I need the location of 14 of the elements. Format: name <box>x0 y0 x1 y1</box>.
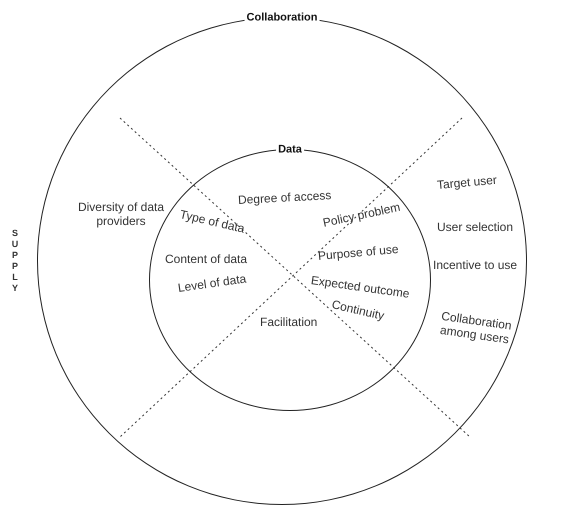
segment-label: Content of data <box>165 252 248 266</box>
segment-label: User selection <box>437 220 514 234</box>
segment-label: Purpose of use <box>317 242 400 263</box>
segment-label: Diversity of data providers <box>76 200 166 228</box>
segment-label: Level of data <box>177 272 248 295</box>
segment-label: Facilitation <box>260 315 318 329</box>
side-label: SUPPLY <box>9 228 21 294</box>
segment-label: Incentive to use <box>433 258 518 272</box>
segment-label: Type of data <box>178 207 246 236</box>
segment-label: Expected outcome <box>310 273 410 301</box>
circle-title: Collaboration <box>244 11 320 24</box>
segment-label: Collaboration among users <box>438 308 514 348</box>
circle-title: Data <box>276 143 304 156</box>
segment-label: Target user <box>436 172 498 192</box>
